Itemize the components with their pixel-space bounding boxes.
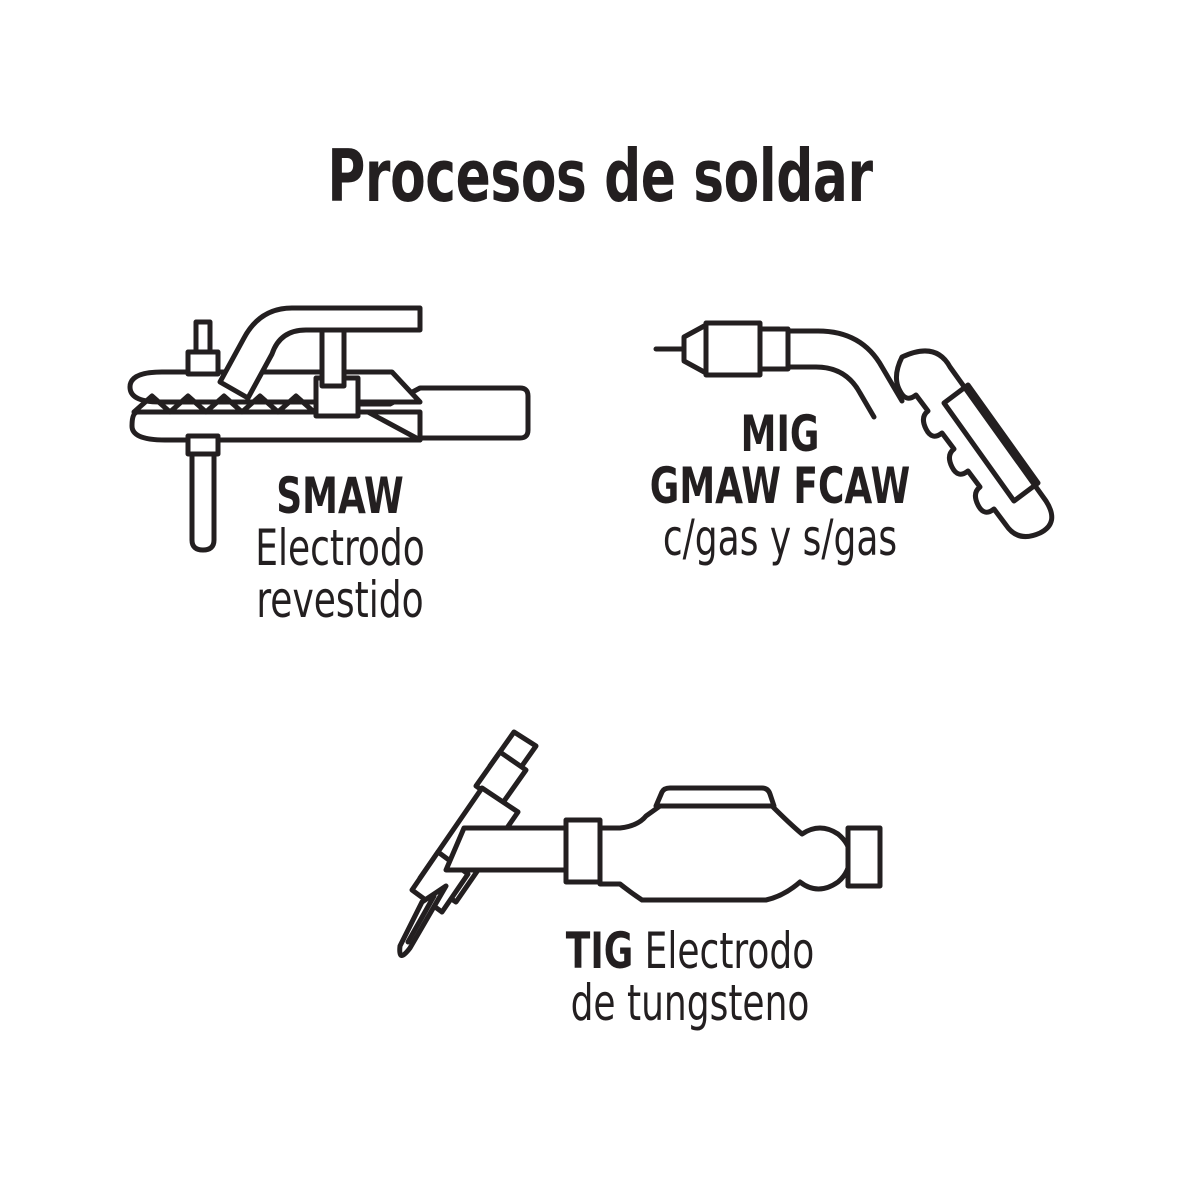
tig-illustration xyxy=(390,710,950,1010)
smaw-caption: SMAW Electrodo revestido xyxy=(130,470,550,626)
tig-description-line-2: de tungsteno xyxy=(570,974,810,1032)
electrode-holder-icon xyxy=(127,305,531,553)
tig-caption: TIG Electrodo de tungsteno xyxy=(420,925,960,1029)
tig-description-line-1: Electrodo xyxy=(644,922,815,980)
smaw-illustration xyxy=(120,300,550,560)
tig-torch-icon xyxy=(397,729,883,958)
tig-description-line-1-wrap: Electrodo xyxy=(633,922,815,980)
mig-description-line-1: c/gas y s/gas xyxy=(662,509,898,567)
mig-abbrev-line-1: MIG xyxy=(740,405,820,463)
page-title: Procesos de soldar xyxy=(327,134,873,218)
smaw-description-line-1: Electrodo xyxy=(255,519,425,577)
mig-illustration xyxy=(650,305,1090,545)
tig-abbrev-line: TIG Electrodo xyxy=(474,925,906,977)
tig-abbrev: TIG xyxy=(565,922,634,980)
mig-welding-gun-icon xyxy=(653,320,1055,540)
mig-abbrev-line-2: GMAW FCAW xyxy=(649,457,911,515)
mig-caption: MIG GMAW FCAW c/gas y s/gas xyxy=(580,408,980,564)
smaw-description-line-2: revestido xyxy=(256,571,424,629)
smaw-abbrev: SMAW xyxy=(276,467,404,525)
